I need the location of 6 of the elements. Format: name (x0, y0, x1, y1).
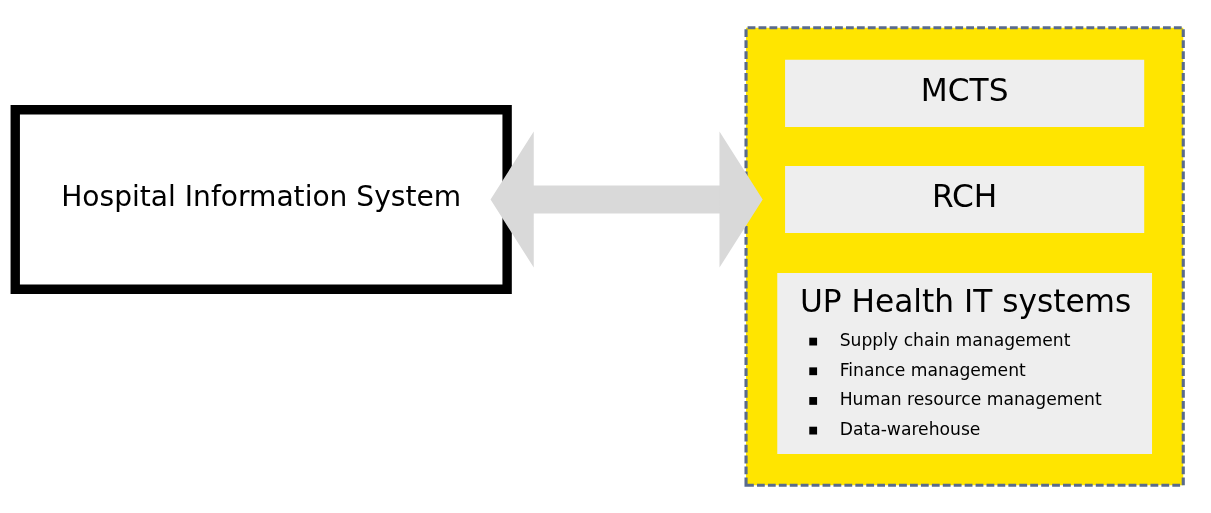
node-box: MCTS (785, 59, 1145, 127)
arrow (490, 131, 763, 268)
cluster (744, 26, 1185, 487)
node-box: UP Health IT systems Supply chain management Finance management Human resource management Data-warehouse (777, 272, 1153, 455)
node-box: Hospital Information System (10, 105, 512, 294)
node-box: RCH (785, 165, 1145, 234)
